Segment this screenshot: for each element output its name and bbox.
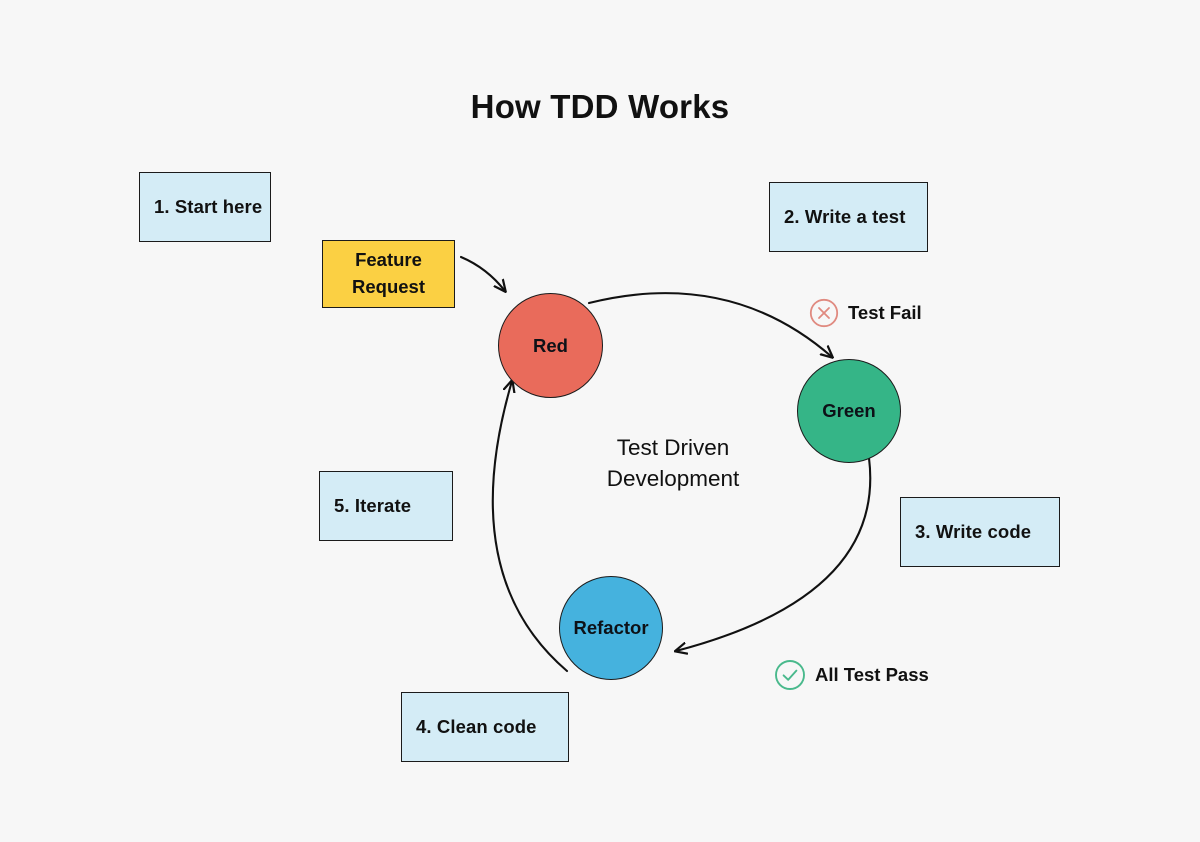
node-refactor: Refactor bbox=[559, 576, 663, 680]
note-start-here: 1. Start here bbox=[139, 172, 271, 242]
arrow-feature-to-red bbox=[459, 255, 505, 291]
center-label-line2: Development bbox=[606, 466, 740, 492]
status-label: Test Fail bbox=[848, 302, 922, 323]
center-label-line1: Test Driven bbox=[616, 435, 730, 460]
circle-check-icon bbox=[775, 660, 805, 690]
feature-request-box: Feature Request bbox=[322, 240, 455, 308]
arrow-refactor-to-red bbox=[491, 381, 569, 673]
status-all-test-pass: All Test Pass bbox=[773, 658, 929, 692]
note-label: 5. Iterate bbox=[334, 495, 412, 516]
note-write-code: 3. Write code bbox=[900, 497, 1060, 567]
node-label: Red bbox=[533, 334, 568, 356]
note-clean-code: 4. Clean code bbox=[401, 692, 569, 762]
status-label: All Test Pass bbox=[815, 664, 929, 685]
center-label: Test Driven Development bbox=[533, 432, 813, 494]
note-label: 2. Write a test bbox=[784, 206, 906, 227]
note-label: 1. Start here bbox=[154, 196, 263, 217]
node-red: Red bbox=[498, 293, 603, 398]
feature-request-line2: Request bbox=[352, 276, 425, 297]
circle-x-icon bbox=[809, 298, 839, 328]
page-title: How TDD Works bbox=[470, 88, 730, 125]
feature-request-line1: Feature bbox=[355, 249, 422, 271]
status-test-fail: Test Fail bbox=[808, 297, 922, 329]
node-green: Green bbox=[797, 359, 901, 463]
note-label: 4. Clean code bbox=[416, 716, 537, 737]
note-write-a-test: 2. Write a test bbox=[769, 182, 928, 252]
node-label: Green bbox=[822, 400, 876, 421]
node-label: Refactor bbox=[573, 617, 649, 638]
arrow-red-to-green bbox=[587, 292, 832, 357]
note-label: 3. Write code bbox=[915, 521, 1032, 542]
note-iterate: 5. Iterate bbox=[319, 471, 453, 541]
